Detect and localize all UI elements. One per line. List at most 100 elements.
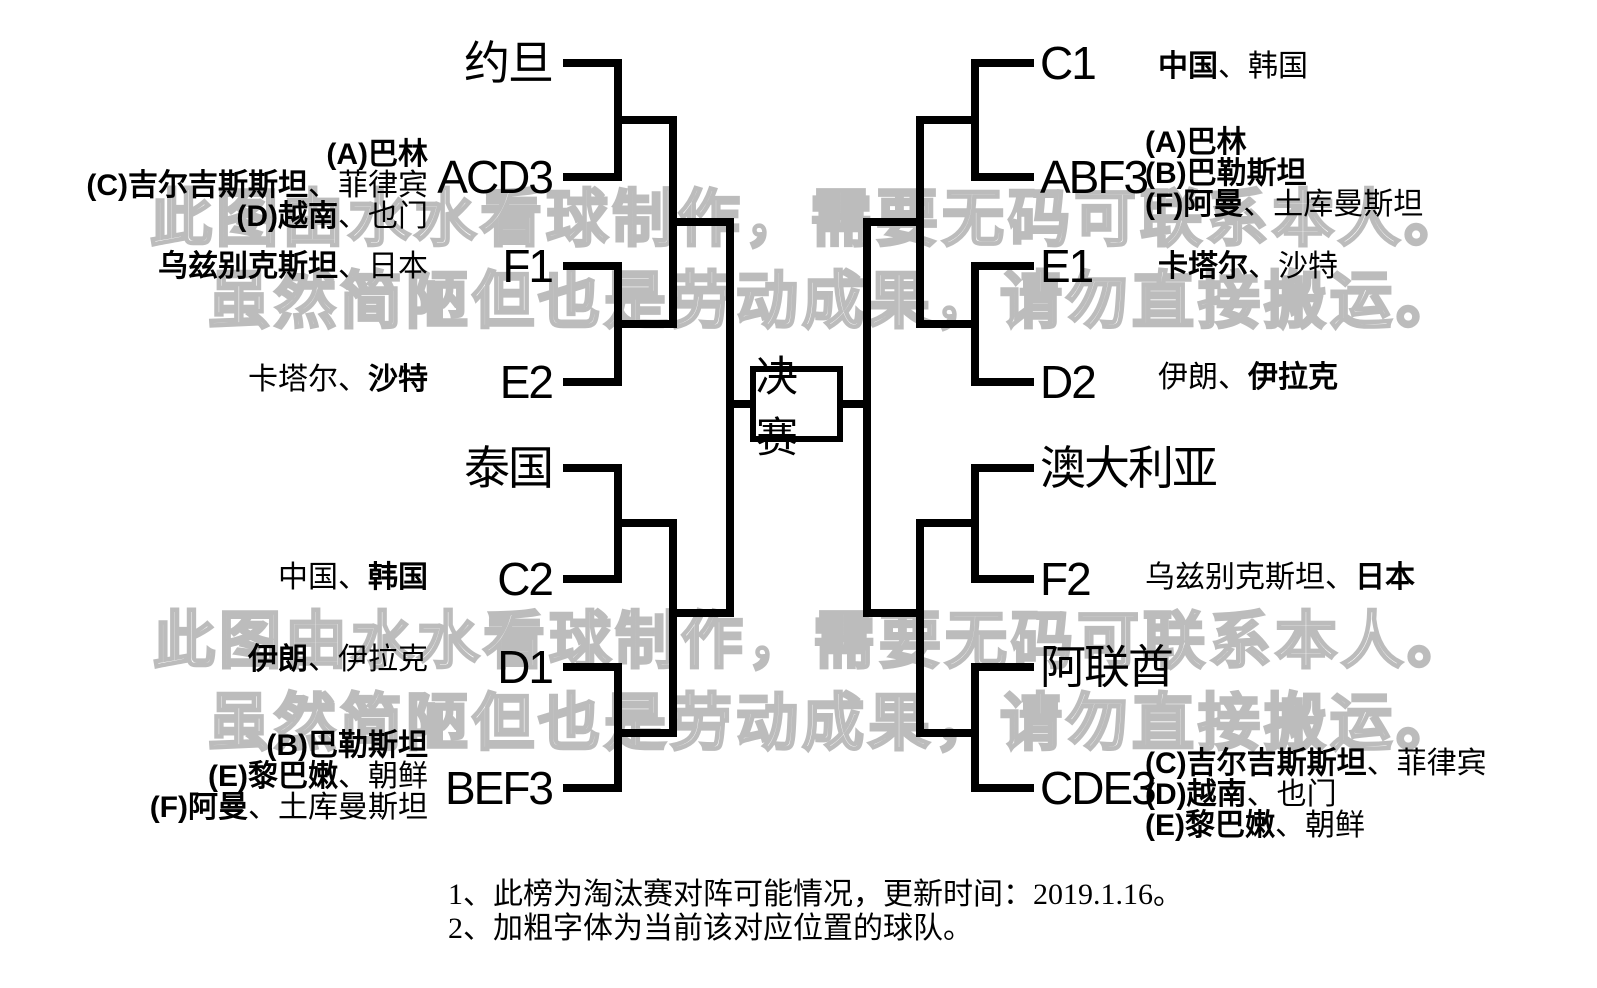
- slot-right-abf3: ABF3: [1040, 151, 1149, 203]
- bracket-line: [975, 262, 1034, 270]
- current-team-name: 韩国: [368, 561, 428, 594]
- footnotes: 1、此榜为淘汰赛对阵可能情况，更新时间：2019.1.16。 2、加粗字体为当前…: [448, 878, 1183, 946]
- slot-left-d1: D1: [497, 641, 554, 693]
- possible-team-name: 、土库曼斯坦: [248, 791, 428, 824]
- bracket-line: [916, 116, 924, 328]
- slot-right-c1: C1: [1040, 37, 1097, 89]
- bracket-line: [916, 729, 975, 737]
- current-team-name: (C)吉尔吉斯斯坦: [86, 169, 308, 202]
- note-line: 伊朗、伊拉克: [248, 644, 428, 675]
- bracket-line: [863, 218, 871, 617]
- footnote-line: 1、此榜为淘汰赛对阵可能情况，更新时间：2019.1.16。: [448, 878, 1183, 911]
- note-line: 卡塔尔、沙特: [248, 364, 428, 395]
- possible-team-name: 、土库曼斯坦: [1243, 188, 1424, 221]
- note-line: (B)巴勒斯坦: [150, 730, 428, 761]
- bracket-line: [916, 116, 975, 124]
- bracket-line: [971, 663, 979, 792]
- slot-right-uae: 阿联酋: [1040, 641, 1174, 693]
- current-team-name: 日本: [1355, 561, 1415, 594]
- current-team-name: (F)阿曼: [1145, 188, 1244, 221]
- possible-team-name: 中国、: [278, 561, 368, 594]
- note-line: (B)巴勒斯坦: [1145, 158, 1423, 189]
- possible-team-name: 、沙特: [1248, 250, 1338, 283]
- note-line: (A)巴林: [1145, 127, 1423, 158]
- bracket-line: [726, 218, 734, 617]
- current-team-name: 沙特: [368, 363, 428, 396]
- bracket-line: [673, 218, 734, 226]
- note-line: (D)越南、也门: [86, 201, 428, 232]
- note-line: (F)阿曼、土库曼斯坦: [1145, 189, 1423, 220]
- slot-right-f2: F2: [1040, 553, 1092, 605]
- bracket-line: [563, 663, 622, 671]
- bracket-line: [614, 663, 622, 792]
- current-team-name: 中国: [1158, 50, 1218, 83]
- current-team-name: (D)越南: [1145, 778, 1247, 811]
- possible-team-name: 、朝鲜: [338, 760, 428, 793]
- bracket-line: [618, 116, 677, 124]
- slot-right-e1: E1: [1040, 240, 1094, 292]
- watermark-text: 虽然简陋但也是劳动成果，请勿直接搬运。: [207, 267, 1463, 338]
- note-right-cde3: (C)吉尔吉斯斯坦、菲律宾(D)越南、也门(E)黎巴嫩、朝鲜: [1145, 748, 1487, 841]
- note-line: (E)黎巴嫩、朝鲜: [1145, 810, 1487, 841]
- note-line: (D)越南、也门: [1145, 779, 1487, 810]
- bracket-line: [975, 575, 1034, 583]
- bracket-line: [975, 378, 1034, 386]
- bracket-line: [563, 784, 622, 792]
- note-line: 中国、韩国: [278, 562, 428, 593]
- watermark-text: 此图由水水看球制作，需要无码可联系本人。: [152, 607, 1474, 678]
- note-left-c2: 中国、韩国: [278, 562, 428, 593]
- current-team-name: (B)巴勒斯坦: [266, 729, 428, 762]
- note-line: (F)阿曼、土库曼斯坦: [150, 792, 428, 823]
- slot-left-e2: E2: [499, 356, 554, 408]
- slot-right-cde3: CDE3: [1040, 762, 1157, 814]
- bracket-line: [563, 173, 622, 181]
- bracket-line: [563, 575, 622, 583]
- bracket-line: [916, 320, 975, 328]
- bracket-line: [673, 609, 734, 617]
- bracket-line: [669, 519, 677, 737]
- current-team-name: (E)黎巴嫩: [208, 760, 338, 793]
- slot-left-c2: C2: [497, 553, 554, 605]
- slot-right-australia: 澳大利亚: [1040, 442, 1218, 494]
- current-team-name: (C)吉尔吉斯斯坦: [1145, 747, 1367, 780]
- note-right-d2: 伊朗、伊拉克: [1158, 362, 1338, 393]
- bracket-line: [563, 464, 622, 472]
- note-left-acd3: (A)巴林(C)吉尔吉斯斯坦、菲律宾(D)越南、也门: [86, 139, 428, 232]
- note-left-f1: 乌兹别克斯坦、日本: [158, 251, 428, 282]
- current-team-name: (A)巴林: [1145, 126, 1247, 159]
- note-left-d1: 伊朗、伊拉克: [248, 644, 428, 675]
- bracket-line: [863, 218, 920, 226]
- watermark-text: 虽然简陋但也是劳动成果，请勿直接搬运。: [207, 689, 1463, 760]
- note-line: (C)吉尔吉斯斯坦、菲律宾: [86, 170, 428, 201]
- current-team-name: 伊朗: [248, 643, 308, 676]
- note-line: 卡塔尔、沙特: [1158, 251, 1338, 282]
- slot-left-jordan: 约旦: [464, 37, 554, 89]
- bracket-line: [975, 663, 1034, 671]
- bracket-line: [916, 519, 975, 527]
- watermark-text: 此图由水水看球制作，需要无码可联系本人。: [149, 185, 1471, 256]
- note-line: 乌兹别克斯坦、日本: [1145, 562, 1415, 593]
- possible-team-name: 、朝鲜: [1275, 809, 1365, 842]
- current-team-name: 卡塔尔: [1158, 250, 1248, 283]
- note-left-e2: 卡塔尔、沙特: [248, 364, 428, 395]
- current-team-name: (B)巴勒斯坦: [1145, 157, 1307, 190]
- bracket-line: [971, 262, 979, 386]
- slot-left-f1: F1: [502, 240, 554, 292]
- bracket-line: [618, 729, 677, 737]
- final-box: 决赛: [750, 353, 843, 461]
- current-team-name: 乌兹别克斯坦: [158, 250, 338, 283]
- possible-team-name: 、菲律宾: [1366, 747, 1487, 780]
- bracket-line: [975, 59, 1034, 67]
- bracket-line: [975, 784, 1034, 792]
- note-right-f2: 乌兹别克斯坦、日本: [1145, 562, 1415, 593]
- possible-team-name: 、日本: [338, 250, 428, 283]
- note-right-abf3: (A)巴林(B)巴勒斯坦(F)阿曼、土库曼斯坦: [1145, 127, 1423, 220]
- possible-team-name: 、也门: [1246, 778, 1337, 811]
- slot-left-thailand: 泰国: [464, 442, 554, 494]
- bracket-line: [734, 400, 750, 408]
- slot-right-d2: D2: [1040, 356, 1097, 408]
- current-team-name: (A)巴林: [326, 138, 428, 171]
- bracket-line: [863, 609, 920, 617]
